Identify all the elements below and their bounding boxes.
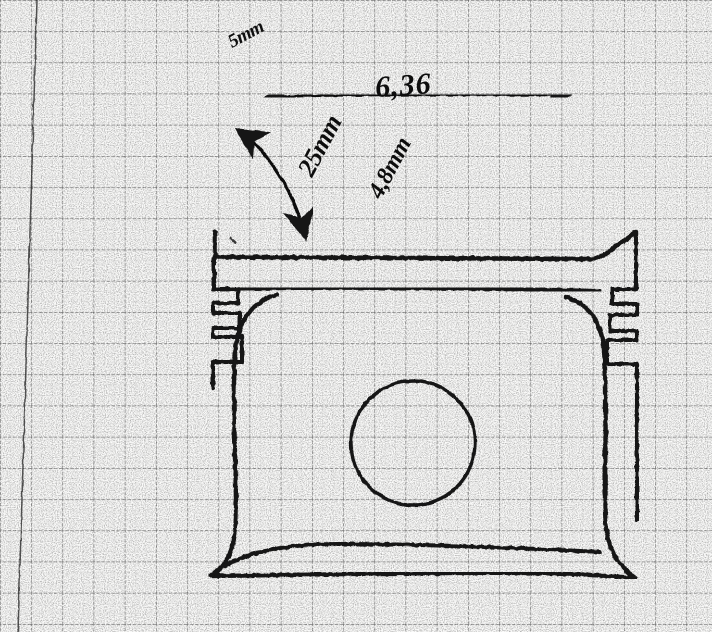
piston-skirt-bottom-line xyxy=(211,570,639,581)
piston-pin-bore xyxy=(349,379,477,507)
sketch-tick-marks xyxy=(229,236,351,249)
leader-25mm-curve xyxy=(234,127,316,242)
dimension-636-line xyxy=(263,80,573,111)
piston-left-skirt-profile xyxy=(211,292,280,578)
piston-outline xyxy=(209,229,639,581)
piston-crown-under-line xyxy=(214,285,602,293)
dimension-636-label: 6,36 xyxy=(374,67,433,104)
piston-right-skirt-profile xyxy=(562,294,637,580)
piston-right-ring-grooves xyxy=(605,230,639,522)
piston-skirt-inner-sweep xyxy=(209,542,602,577)
piston-crown-top-line xyxy=(212,229,639,262)
dimension-636: 6,36 xyxy=(263,67,573,111)
stray-margin-line xyxy=(17,0,38,632)
